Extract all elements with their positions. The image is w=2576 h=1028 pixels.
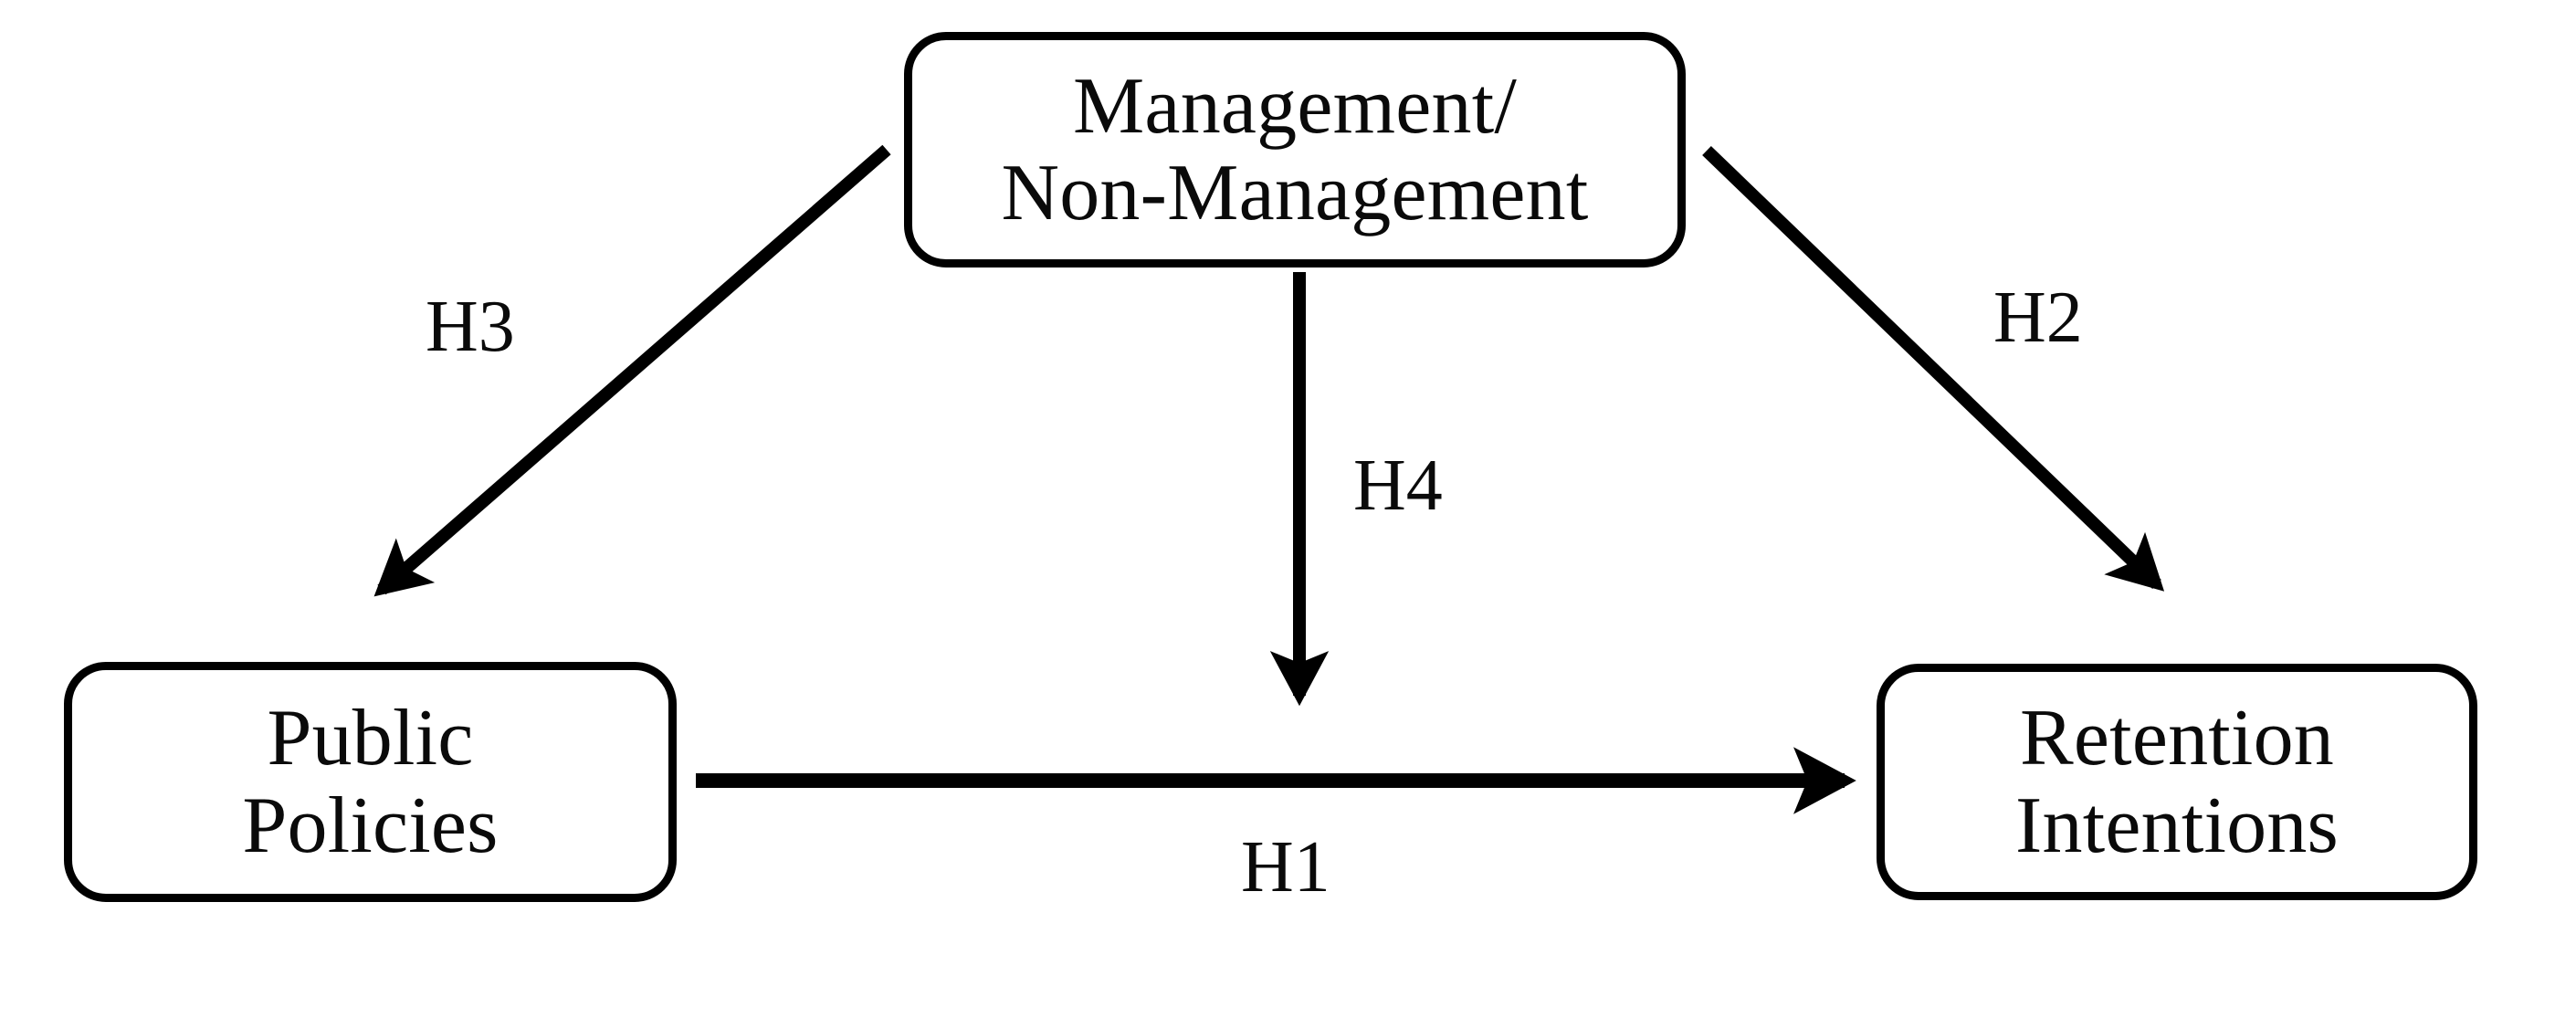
edge-h2-arrow — [1702, 145, 2165, 592]
edge-h3-arrow — [373, 144, 891, 597]
node-retention-intentions[interactable]: Retention Intentions — [1877, 664, 2477, 900]
edge-label-h3: H3 — [426, 287, 515, 367]
edge-label-h1: H1 — [1241, 827, 1330, 907]
node-public-policies-line-2: Policies — [242, 781, 499, 870]
node-management-line-1: Management/ — [1072, 61, 1518, 151]
node-retention-intentions-line-2: Intentions — [2015, 781, 2339, 870]
node-public-policies[interactable]: Public Policies — [64, 662, 677, 902]
node-retention-intentions-line-1: Retention — [2020, 694, 2334, 783]
node-management-line-2: Non-Management — [1001, 149, 1589, 237]
edge-label-h2: H2 — [1993, 278, 2083, 358]
edge-label-h4: H4 — [1353, 446, 1443, 526]
node-public-policies-line-1: Public — [267, 694, 474, 783]
node-management-non-management[interactable]: Management/ Non-Management — [904, 32, 1686, 267]
